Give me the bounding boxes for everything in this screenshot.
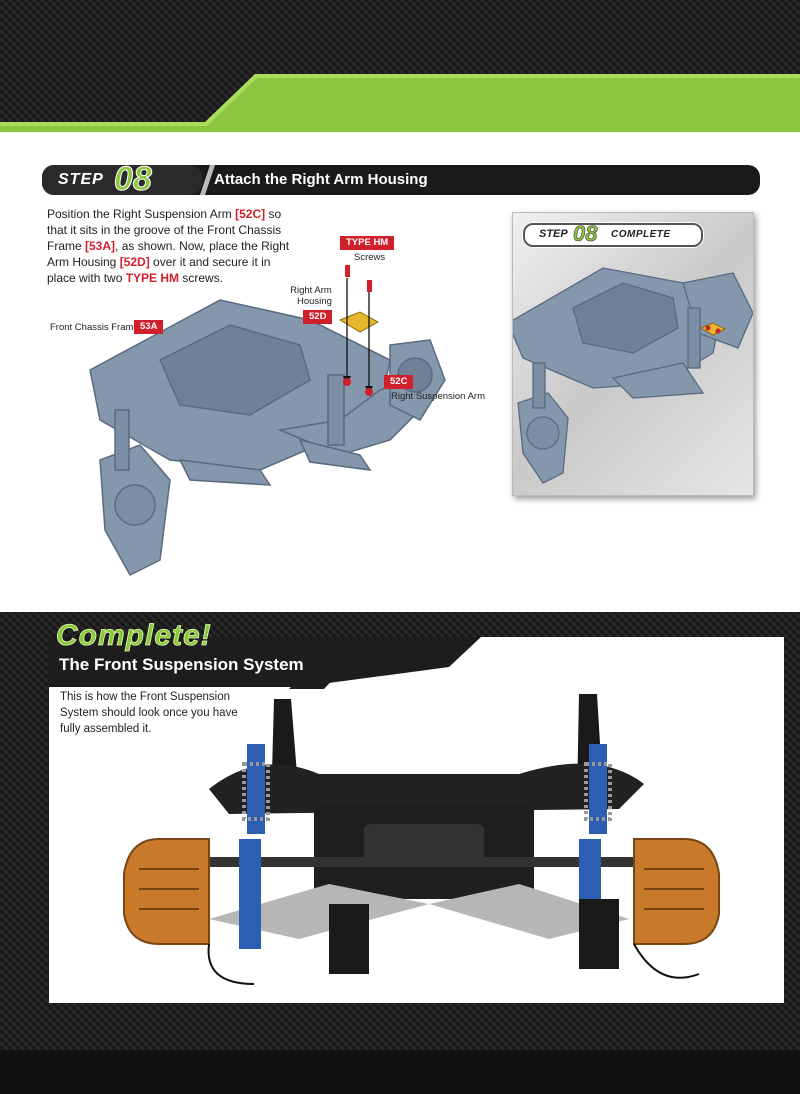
arm-tag-52c: 52C [384,375,414,389]
instruction-text: Position the Right Suspension Arm [52C] … [47,206,297,286]
instruction-part: screws. [179,271,224,285]
section-title: The Front Suspension System [59,655,304,674]
frame-label: Front Chassis Frame [50,322,139,333]
part-ref-52d: [52D] [119,255,150,269]
step-title: Attach the Right Arm Housing [214,171,428,188]
final-assembly-text: This is how the Front Suspension System … [60,691,238,735]
step-word: STEP [58,171,104,188]
part-ref-53a: [53A] [85,239,116,253]
step-header: STEP 08 Attach the Right Arm Housing [42,161,760,198]
complete-heading: Complete! [56,619,212,653]
housing-label-line1: Right Arm [290,285,332,296]
instruction-part: so that it sits in the groove of the Fro… [47,207,282,253]
front-suspension-photo [123,694,720,985]
header-accent [0,74,800,132]
complete-chassis-image [513,267,753,484]
step-number: 08 [114,160,153,198]
housing-label-line2: Housing [297,296,332,307]
frame-tag-53a: 53A [134,320,164,334]
instruction-part: Position the Right Suspension Arm [47,207,236,221]
part-ref-52c: [52C] [235,207,266,221]
chassis-diagram [89,265,446,576]
screw-label: Screws [354,252,386,263]
instruction-part: , as shown. Now, place the Right Arm Hou… [47,239,290,269]
screw-type-ref: TYPE HM [125,271,180,285]
housing-tag-52d: 52D [303,310,333,324]
badge-step-number: 08 [573,221,598,246]
final-assembly-panel: This is how the Front Suspension System … [49,637,784,1003]
step-complete-photo: STEP 08 COMPLETE [512,212,754,496]
footer-strip [0,1050,800,1094]
step-complete-badge: STEP 08 COMPLETE [523,221,703,247]
arm-label: Right Suspension Arm [391,391,485,402]
instruction-part: over it and secure it in place with two [47,255,271,285]
badge-step-word: STEP [539,228,568,240]
header-band [0,0,800,132]
badge-complete-word: COMPLETE [611,229,671,240]
screw-type-tag: TYPE HM [340,236,395,250]
